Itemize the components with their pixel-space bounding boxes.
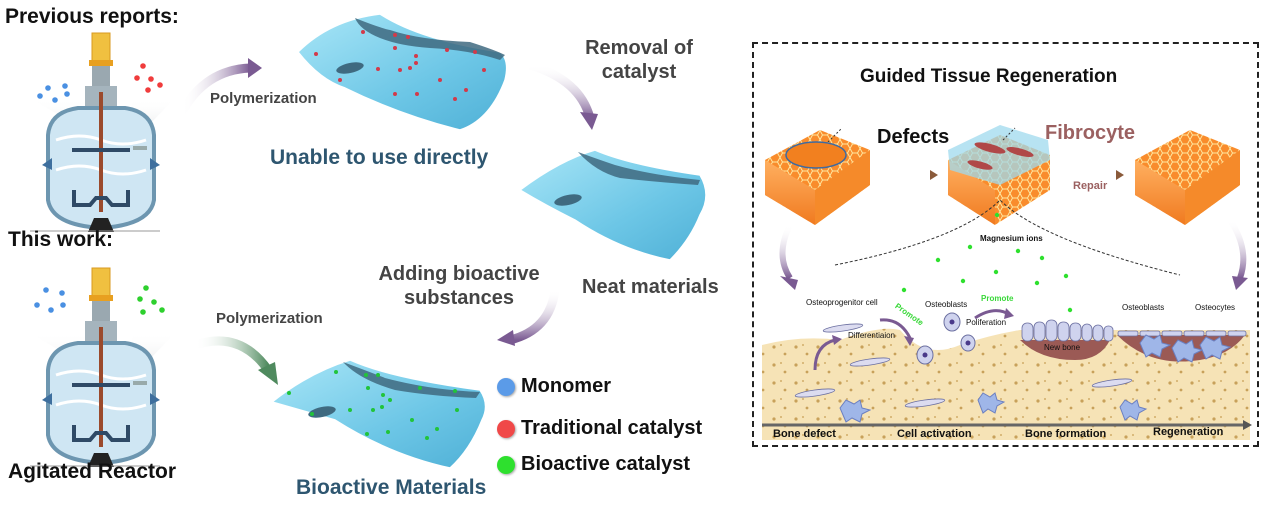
- legend-monomer: Monomer: [497, 375, 611, 398]
- legend-label: Bioactive catalyst: [521, 453, 690, 475]
- removal-line-1: Removal of: [585, 37, 693, 59]
- scaffold-repaired: [1135, 130, 1240, 225]
- repair-label: Repair: [1073, 180, 1108, 192]
- legend-traditional-catalyst: Traditional catalyst: [497, 417, 702, 440]
- reactor-top: [30, 32, 175, 232]
- polymerization-arrow-top: [178, 63, 251, 115]
- magnesium-ions-label: Magnesium ions: [980, 234, 1043, 243]
- reactor-bottom: [30, 267, 175, 467]
- removal-arrow: [528, 60, 595, 120]
- defects-label: Defects: [877, 126, 950, 148]
- polymerization-label-bottom: Polymerization: [216, 310, 323, 327]
- this-work-header: This work:: [8, 228, 114, 251]
- neat-materials-label: Neat materials: [582, 276, 719, 298]
- timeline-bone-formation: Bone formation: [1025, 428, 1107, 440]
- timeline-bone-defect: Bone defect: [773, 428, 836, 440]
- legend-label: Traditional catalyst: [521, 417, 703, 439]
- osteoprogenitor-label: Osteoprogenitor cell: [806, 298, 878, 307]
- adding-line-1: Adding bioactive: [378, 263, 540, 285]
- polymerization-label-top: Polymerization: [210, 90, 317, 107]
- scaffold-defect: [765, 127, 870, 225]
- adding-bioactive-label: Adding bioactive substances: [364, 262, 554, 310]
- differentiation-label: Differentiaion: [848, 331, 895, 340]
- guided-tissue-regeneration-panel: [752, 42, 1259, 447]
- new-bone-label: New bone: [1044, 343, 1081, 352]
- adding-line-2: substances: [403, 287, 515, 309]
- adding-arrow: [508, 289, 560, 345]
- removal-of-catalyst-label: Removal of catalyst: [574, 36, 704, 84]
- fibrocyte-label: Fibrocyte: [1045, 122, 1136, 144]
- poliferation-label: Poliferation: [966, 318, 1007, 327]
- timeline-cell-activation: Cell activation: [897, 428, 972, 440]
- legend-bioactive-catalyst: Bioactive catalyst: [497, 453, 690, 476]
- scaffold-fibrocyte: [948, 125, 1050, 225]
- monomer-dot-icon: [497, 377, 515, 396]
- film-neat: [518, 149, 707, 261]
- osteoblasts-label-1: Osteoblasts: [925, 300, 968, 309]
- film-bioactive: [270, 359, 487, 469]
- film-traditional: [296, 13, 508, 131]
- promote-label-2: Promote: [981, 294, 1014, 303]
- previous-reports-header: Previous reports:: [5, 5, 179, 28]
- timeline-regeneration: Regeneration: [1153, 426, 1224, 438]
- gtr-title: Guided Tissue Regeneration: [860, 66, 1118, 87]
- polymerization-arrow-bottom: [193, 336, 272, 373]
- osteocytes-label: Osteocytes: [1195, 303, 1236, 312]
- bioactive-catalyst-dot-icon: [497, 455, 515, 474]
- legend-label: Monomer: [521, 375, 611, 397]
- removal-line-2: catalyst: [601, 61, 677, 83]
- osteoblasts-label-2: Osteoblasts: [1122, 303, 1165, 312]
- reactor-label: Agitated Reactor: [8, 460, 177, 483]
- bioactive-materials-label: Bioactive Materials: [296, 476, 487, 499]
- unable-to-use-label: Unable to use directly: [270, 146, 489, 169]
- agitated-reactor-icon: [30, 33, 170, 233]
- traditional-catalyst-dot-icon: [497, 419, 515, 438]
